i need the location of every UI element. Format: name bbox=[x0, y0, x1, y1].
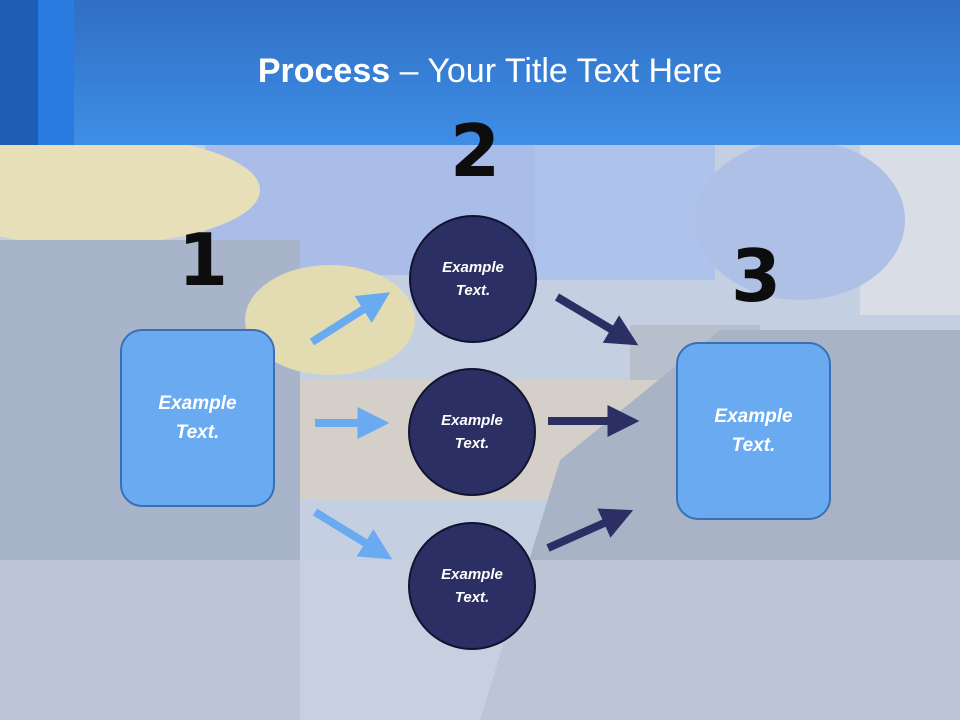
step-2-circle-bottom-label: Example Text. bbox=[441, 566, 503, 606]
arrow-2-to-3-top bbox=[554, 293, 639, 346]
arrow-1-to-2-bottom bbox=[312, 508, 393, 560]
title-bar bbox=[0, 0, 960, 145]
arrow-2-to-3-bottom bbox=[546, 508, 634, 552]
header-accent-stripe bbox=[0, 0, 38, 145]
slide-title: Process – Your Title Text Here bbox=[0, 52, 960, 91]
step-number-1: 1 bbox=[178, 218, 229, 302]
step-3-box: Example Text. bbox=[676, 342, 831, 520]
step-1-box: Example Text. bbox=[120, 329, 275, 507]
step-2-circle-middle-label: Example Text. bbox=[441, 412, 503, 452]
step-number-2: 2 bbox=[450, 109, 501, 193]
step-2-circle-middle: Example Text. bbox=[408, 368, 536, 496]
step-3-label: Example Text. bbox=[714, 406, 793, 456]
header-accent-stripe-light bbox=[38, 0, 74, 145]
step-2-circle-bottom: Example Text. bbox=[408, 522, 536, 650]
step-2-circle-top: Example Text. bbox=[409, 215, 537, 343]
title-bold: Process bbox=[257, 52, 391, 90]
title-rest: – Your Title Text Here bbox=[390, 52, 723, 90]
arrow-1-to-2-top bbox=[309, 292, 391, 346]
step-number-3: 3 bbox=[731, 234, 782, 318]
step-1-label: Example Text. bbox=[158, 393, 237, 443]
step-2-circle-top-label: Example Text. bbox=[442, 259, 504, 299]
